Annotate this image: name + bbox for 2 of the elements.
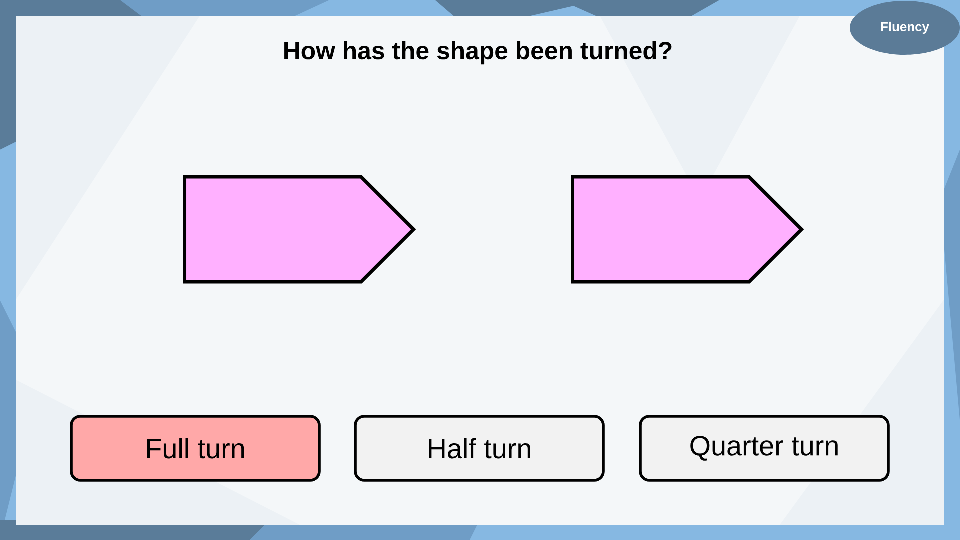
title: How has the shape been turned? <box>284 41 672 65</box>
badge: Fluency <box>850 1 960 55</box>
